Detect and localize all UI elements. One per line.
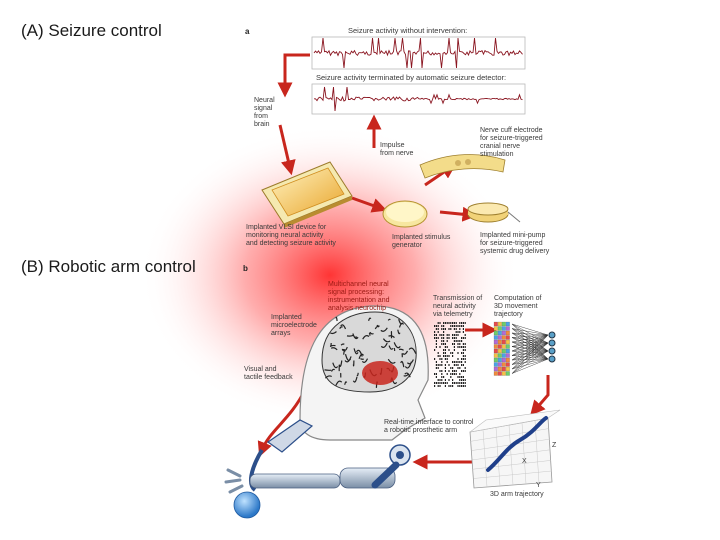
panel-letter-a: a <box>245 27 250 36</box>
trace2-title: Seizure activity terminated by automatic… <box>316 73 507 82</box>
trajectory-label: 3D arm trajectory <box>490 491 544 498</box>
arrow-neural-to-vlsi <box>278 124 296 176</box>
trace2-box <box>311 83 526 115</box>
trajectory-box <box>469 409 561 489</box>
mini-pump <box>467 202 521 223</box>
axis-z-label: Z <box>552 442 557 449</box>
heading-seizure-control: (A) Seizure control <box>21 21 162 40</box>
head-with-brain <box>299 305 429 441</box>
brain-folds <box>324 316 417 388</box>
heading-robotic-arm-control: (B) Robotic arm control <box>21 257 196 276</box>
telemetry-signal <box>434 322 466 387</box>
trace2-signal <box>314 86 523 112</box>
stimulus-generator <box>382 200 428 228</box>
trace1-title: Seizure activity without intervention: <box>348 26 468 35</box>
blue-ball <box>233 491 261 519</box>
computation-grid <box>493 321 510 376</box>
vlsi-device <box>261 161 353 228</box>
neural-network-icon <box>511 323 556 374</box>
axis-y-label: Y <box>536 482 541 489</box>
brain-implant-region <box>362 361 398 385</box>
axis-x-label: X <box>522 458 527 465</box>
arrow-to-interface <box>530 375 550 416</box>
robotic-arm <box>224 419 411 494</box>
arrow-trace-to-neural <box>277 53 310 98</box>
nerve-cuff <box>419 154 506 179</box>
trajectory-curve <box>486 416 548 472</box>
panel-letter-b: b <box>243 264 248 273</box>
arrow-stimulus-to-pump <box>439 206 478 222</box>
trace1-signal <box>313 37 523 69</box>
arrow-vlsi-to-stimulus <box>351 196 388 213</box>
